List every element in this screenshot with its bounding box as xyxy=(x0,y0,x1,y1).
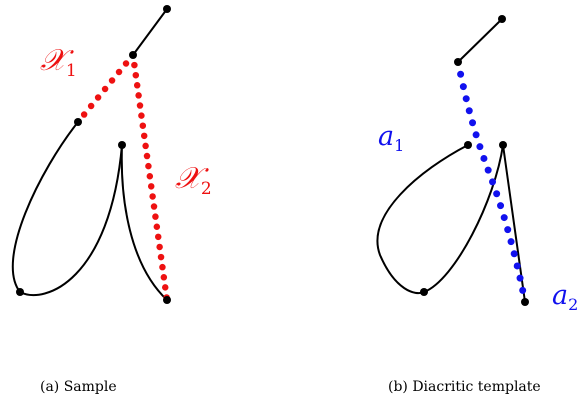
template-node-bottom-left xyxy=(420,288,428,296)
template-node-junction xyxy=(454,58,462,66)
sample-top-segment xyxy=(132,8,168,56)
sample-node-middle xyxy=(118,141,126,149)
template-left-loop xyxy=(376,144,504,294)
panel-template: a1 a2 (b) Diacritic template xyxy=(376,15,578,395)
sample-label-1: 𝒳1 xyxy=(40,43,77,81)
template-caption: (b) Diacritic template xyxy=(388,379,541,395)
sample-right-stroke xyxy=(120,144,168,301)
template-dotted-segment xyxy=(454,58,529,306)
template-label-1: a1 xyxy=(378,121,404,155)
template-top-segment xyxy=(457,18,503,63)
sample-dotted-segment-2 xyxy=(129,51,171,304)
template-label-2: a2 xyxy=(552,280,578,314)
sample-left-loop xyxy=(11,121,123,296)
sample-label-1-subscript: 1 xyxy=(66,61,77,81)
template-label-2-subscript: 2 xyxy=(568,295,578,314)
template-label-2-symbol: a xyxy=(552,280,568,311)
template-node-middle xyxy=(499,141,507,149)
template-node-top xyxy=(498,15,506,23)
sample-label-2: 𝒳2 xyxy=(175,161,212,199)
sample-dotted-segment-1 xyxy=(74,51,137,126)
sample-node-bottom-left xyxy=(16,288,24,296)
sample-label-2-subscript: 2 xyxy=(201,179,212,199)
template-label-1-symbol: a xyxy=(378,121,394,152)
sample-node-left xyxy=(74,118,82,126)
template-node-bottom-right xyxy=(521,298,529,306)
sample-node-junction xyxy=(129,51,137,59)
panel-sample: 𝒳1 𝒳2 (a) Sample xyxy=(11,5,212,395)
sample-node-top xyxy=(163,5,171,13)
template-node-left xyxy=(464,141,472,149)
template-label-1-subscript: 1 xyxy=(394,136,404,155)
sample-node-bottom-right xyxy=(163,296,171,304)
sample-caption: (a) Sample xyxy=(40,379,117,395)
